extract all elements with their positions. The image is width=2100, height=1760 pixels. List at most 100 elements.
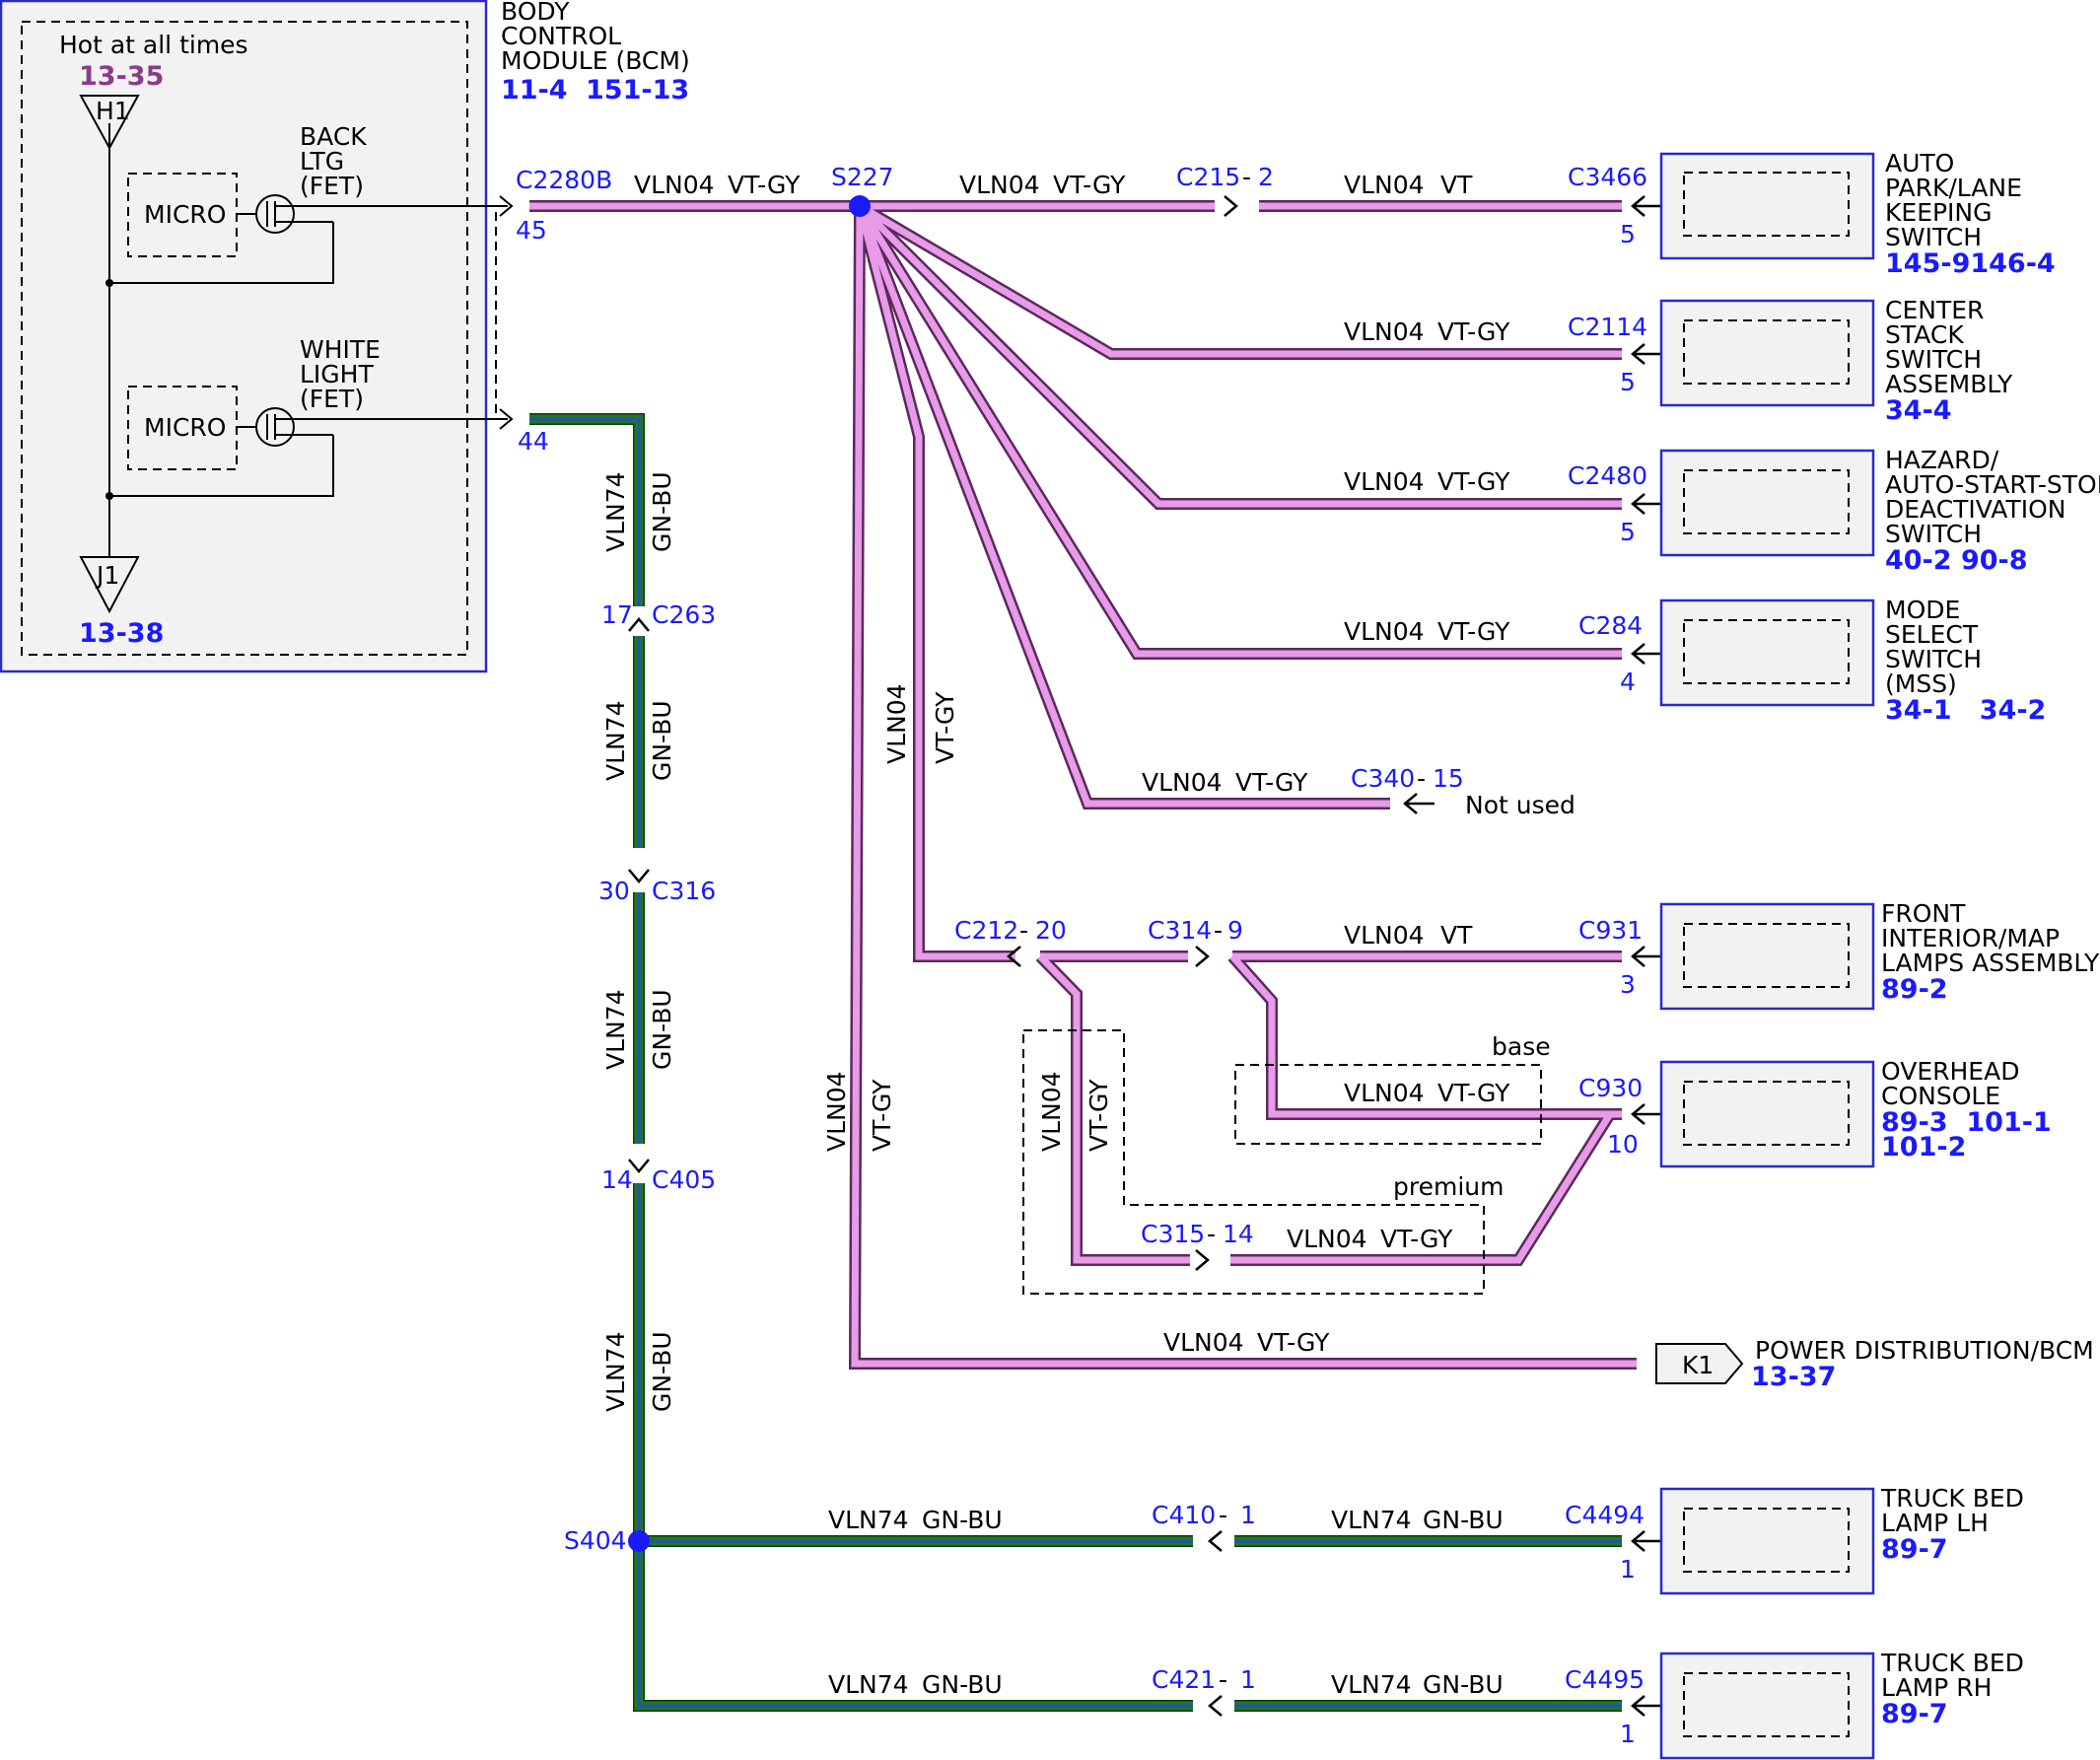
premium-option-box <box>1022 1029 1485 1295</box>
wire-label-circuit: VLN04 <box>1344 467 1425 496</box>
c3466-pin: 5 <box>1620 220 1636 248</box>
pin44-arrow-icon <box>499 408 514 430</box>
c2480-label[interactable]: C2480 <box>1568 461 1647 490</box>
c410-label[interactable]: C410 <box>1152 1501 1216 1529</box>
c315-label[interactable]: C315 <box>1141 1220 1205 1248</box>
wire-label-color: VT-GY <box>931 691 959 764</box>
bcm-title-1: BODY <box>501 0 570 26</box>
wire-label-color: VT-GY <box>1437 317 1510 346</box>
mode-select-title-4: (MSS) <box>1885 669 1957 698</box>
wire-label-circuit: VLN74 <box>601 1331 630 1412</box>
c212-label[interactable]: C212 <box>954 916 1018 945</box>
power-dist-ref-link[interactable]: 13-37 <box>1751 1362 1836 1392</box>
mode-select-title-2: SELECT <box>1885 620 1979 649</box>
component-truck-bed-rh[interactable] <box>1659 1652 1875 1760</box>
wire-label-circuit: VLN74 <box>601 989 630 1070</box>
bcm-ref-link-2[interactable]: 151-13 <box>586 75 689 106</box>
c2280b-label[interactable]: C2280B <box>516 166 612 194</box>
auto-park-title-1: AUTO <box>1885 149 1954 177</box>
auto-park-title-2: PARK/LANE <box>1885 174 2022 202</box>
dash-label: - <box>1214 916 1223 945</box>
c4495-pin: 1 <box>1620 1720 1636 1748</box>
component-overhead-console[interactable] <box>1659 1060 1875 1168</box>
j1-ref-link[interactable]: 13-38 <box>79 618 164 649</box>
wire-label-circuit: VLN04 <box>882 683 911 764</box>
s227-label: S227 <box>831 163 894 191</box>
wire-label-circuit: VLN04 <box>1142 768 1223 797</box>
front-interior-ref-link[interactable]: 89-2 <box>1881 974 1948 1005</box>
component-front-interior[interactable] <box>1659 902 1875 1011</box>
splice-s404[interactable] <box>628 1530 650 1552</box>
c215-pin: 2 <box>1258 163 1274 191</box>
not-used-label: Not used <box>1465 791 1575 819</box>
c4495-label[interactable]: C4495 <box>1565 1665 1645 1694</box>
dash-label: - <box>1219 1665 1227 1694</box>
truck-lh-ref-link[interactable]: 89-7 <box>1881 1534 1948 1565</box>
c930-label[interactable]: C930 <box>1578 1074 1643 1102</box>
component-mode-select[interactable] <box>1659 598 1875 707</box>
truck-rh-ref-link[interactable]: 89-7 <box>1881 1699 1948 1729</box>
wire-label-color: VT-GY <box>1085 1079 1113 1152</box>
wire-label-circuit: VLN04 <box>1344 921 1425 950</box>
c316-pin: 30 <box>598 877 630 905</box>
hot-ref-link[interactable]: 13-35 <box>79 61 164 92</box>
c314-pin: 9 <box>1227 916 1243 945</box>
hazard-ref-link[interactable]: 40-2 90-8 <box>1885 545 2028 576</box>
connector-arrows <box>628 195 1682 1717</box>
micro-label-1: MICRO <box>144 200 226 229</box>
pin45-label: 45 <box>516 216 547 245</box>
bcm-title-3: MODULE (BCM) <box>501 46 690 75</box>
c215-label[interactable]: C215 <box>1176 163 1240 191</box>
c263-label[interactable]: C263 <box>652 600 716 629</box>
j1-label: J1 <box>95 561 119 590</box>
hot-at-all-times-label: Hot at all times <box>59 31 248 59</box>
wire-label-color: VT <box>1440 921 1473 950</box>
mode-select-ref-link[interactable]: 34-1 34-2 <box>1885 695 2046 726</box>
back-ltg-label-2: LTG <box>300 147 344 176</box>
c284-pin: 4 <box>1620 668 1636 696</box>
splice-s227[interactable] <box>849 195 871 217</box>
wire-label-circuit: VLN74 <box>828 1670 909 1699</box>
c405-label[interactable]: C405 <box>652 1165 716 1194</box>
wire-label-color: GN-BU <box>1423 1670 1504 1699</box>
c284-label[interactable]: C284 <box>1578 611 1643 640</box>
overhead-ref-link-1[interactable]: 89-3 101-1 <box>1881 1107 2052 1138</box>
pin44-label: 44 <box>518 427 549 456</box>
auto-park-title-3: KEEPING <box>1885 198 1993 227</box>
component-hazard[interactable] <box>1659 449 1875 557</box>
component-center-stack[interactable] <box>1659 299 1875 407</box>
k1-pin-icon[interactable] <box>1655 1343 1744 1384</box>
c4494-pin: 1 <box>1620 1555 1636 1584</box>
c315-pin: 14 <box>1223 1220 1254 1248</box>
c931-label[interactable]: C931 <box>1578 916 1643 945</box>
c340-label[interactable]: C340 <box>1351 764 1415 793</box>
wire-label-color: VT-GY <box>868 1079 896 1152</box>
c3466-label[interactable]: C3466 <box>1568 163 1647 191</box>
wire-label-circuit: VLN74 <box>601 471 630 552</box>
wire-label-color: VT <box>1440 171 1473 199</box>
h1-terminal-icon <box>79 95 140 151</box>
wire-label-circuit: VLN04 <box>1287 1225 1367 1253</box>
c931-pin: 3 <box>1620 970 1636 999</box>
overhead-ref-link-2[interactable]: 101-2 <box>1881 1132 1966 1162</box>
c4494-label[interactable]: C4494 <box>1565 1501 1645 1529</box>
center-stack-ref-link[interactable]: 34-4 <box>1885 395 1952 426</box>
base-label: base <box>1492 1032 1551 1061</box>
wire-label-circuit: VLN04 <box>1037 1071 1066 1152</box>
truck-rh-title-2: LAMP RH <box>1881 1673 1992 1702</box>
vln04-wires[interactable] <box>529 200 1637 1370</box>
component-auto-park[interactable] <box>1659 152 1875 260</box>
bcm-ref-link-1[interactable]: 11-4 <box>501 75 568 106</box>
wire-label-circuit: VLN74 <box>601 700 630 781</box>
component-truck-bed-lh[interactable] <box>1659 1487 1875 1595</box>
j1-terminal-icon <box>79 556 140 614</box>
c314-label[interactable]: C314 <box>1148 916 1212 945</box>
c2114-pin: 5 <box>1620 368 1636 396</box>
auto-park-ref-link[interactable]: 145-9146-4 <box>1885 248 2056 279</box>
c2114-label[interactable]: C2114 <box>1568 313 1647 341</box>
dash-label: - <box>1417 764 1426 793</box>
h1-label: H1 <box>96 97 130 125</box>
c421-label[interactable]: C421 <box>1152 1665 1216 1694</box>
c316-label[interactable]: C316 <box>652 877 716 905</box>
wire-label-circuit: VLN04 <box>634 171 715 199</box>
